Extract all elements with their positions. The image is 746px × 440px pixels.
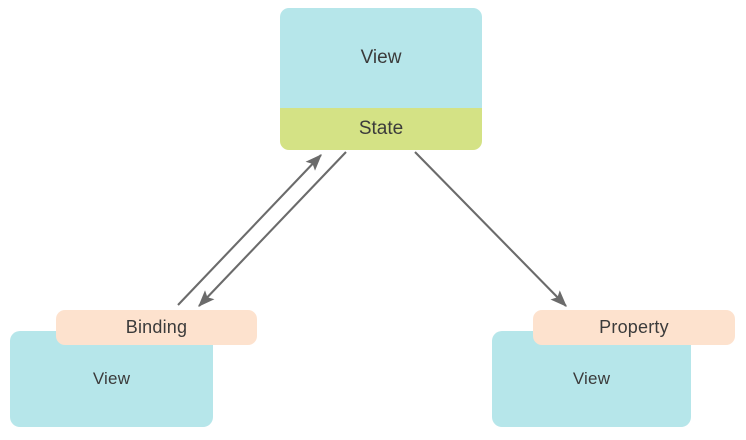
edge-state-to-property — [414, 151, 567, 307]
node-top-state-section[interactable]: State — [280, 108, 482, 150]
node-bottom-right-view-label: View — [572, 369, 611, 388]
node-bottom-left-binding[interactable]: Binding — [56, 310, 257, 345]
node-top-state-label: State — [358, 118, 404, 139]
node-bottom-right-property-label: Property — [599, 317, 669, 337]
node-bottom-right-property[interactable]: Property — [533, 310, 735, 345]
node-top-view-section[interactable]: View — [280, 8, 482, 108]
edge-binding-to-state — [177, 154, 322, 306]
node-bottom-right-view[interactable]: View — [492, 331, 691, 427]
node-bottom-left-binding-label: Binding — [125, 317, 188, 337]
node-bottom-left-view-label: View — [92, 369, 131, 388]
edge-state-to-binding — [198, 151, 347, 307]
node-top-view-label: View — [360, 47, 402, 68]
node-top-group[interactable]: View State — [280, 8, 482, 150]
node-bottom-left-view[interactable]: View — [10, 331, 213, 427]
